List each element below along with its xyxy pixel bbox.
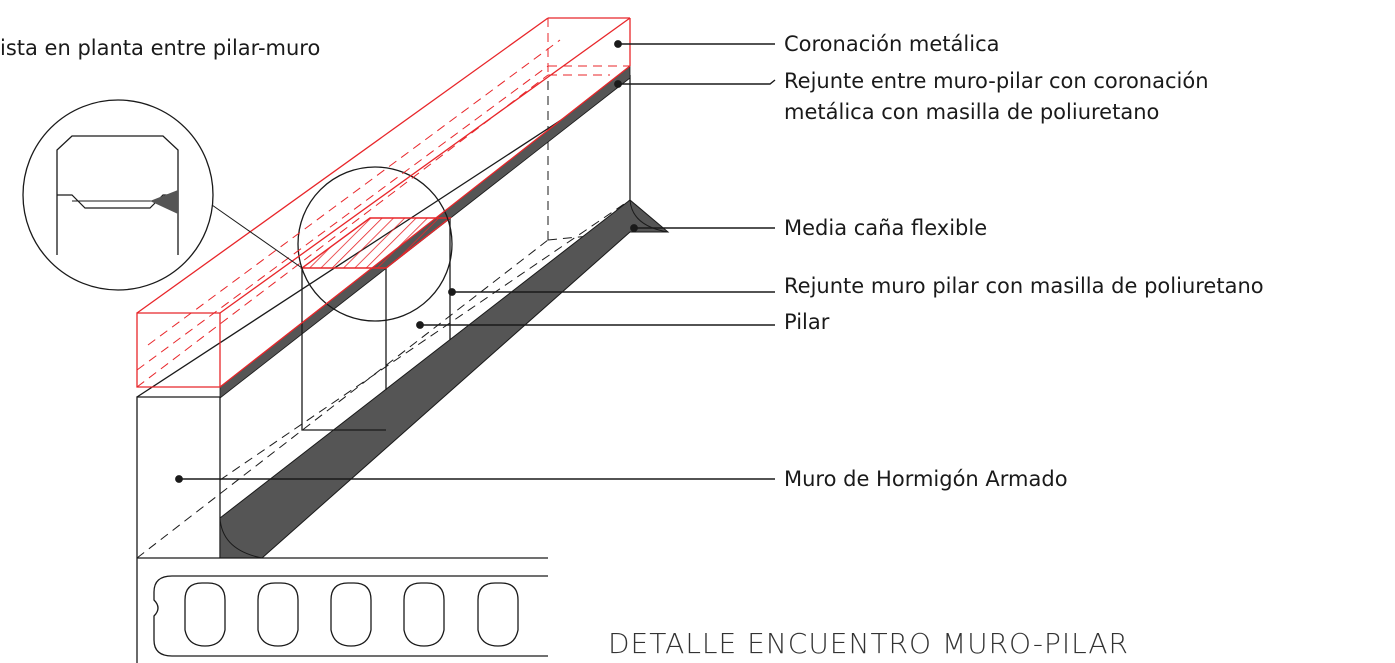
rejunte-coronacion-label-line1: Rejunte entre muro-pilar con coronación [784,69,1209,93]
hidden-lines [136,75,631,559]
section-hatch [299,217,453,269]
muro-front-face [136,396,221,558]
media-cana-label: Media caña flexible [784,216,988,240]
plan-view-detail [22,99,303,291]
rejunte-muro-pilar-label: Rejunte muro pilar con masilla de poliur… [784,274,1264,298]
media-cana-fillet [219,199,670,559]
muro-label: Muro de Hormigón Armado [784,467,1068,491]
coronacion-hidden-lines [136,18,630,388]
coronacion-metalica [136,17,631,388]
pilar-label: Pilar [784,310,830,334]
rejunte-coronacion-label-line2: metálica con masilla de poliuretano [784,100,1160,124]
detail-circle [297,166,453,322]
plan-view-label: ista en planta entre pilar-muro [0,36,321,60]
leader-lines [175,40,776,483]
hollow-core-slab [136,557,548,663]
drawing-title: DETALLE ENCUENTRO MURO-PILAR [608,627,1129,660]
coronacion-label: Coronación metálica [784,32,1000,56]
